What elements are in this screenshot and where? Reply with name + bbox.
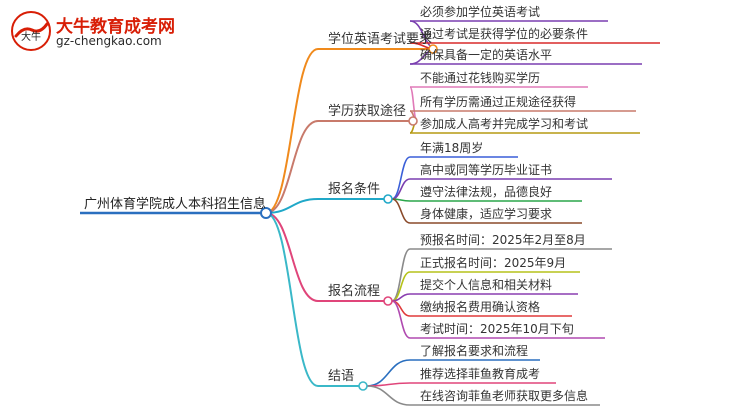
branch-label: 学位英语考试要求	[328, 31, 432, 47]
branch-label: 报名流程	[328, 283, 380, 299]
leaf-connector	[391, 198, 411, 224]
branch-node-dot	[383, 194, 393, 204]
site-logo[interactable]: 大牛 大牛教育成考网 gz-chengkao.com	[10, 10, 175, 52]
leaf-connector	[391, 248, 411, 302]
branch-label: 报名条件	[328, 181, 380, 197]
leaf-label: 高中或同等学历毕业证书	[420, 162, 552, 177]
leaf-label: 推荐选择菲鱼教育成考	[420, 366, 540, 381]
logo-mark-text: 大牛	[21, 30, 41, 43]
leaf-label: 正式报名时间：2025年9月	[420, 255, 566, 270]
leaf-connector	[366, 359, 411, 387]
leaf-label: 缴纳报名费用确认资格	[420, 299, 540, 314]
root-node-dot	[260, 207, 272, 219]
leaf-label: 提交个人信息和相关材料	[420, 277, 552, 292]
branch-connector	[265, 212, 319, 302]
leaf-label: 在线咨询菲鱼老师获取更多信息	[420, 388, 588, 403]
leaf-label: 遵守法律法规，品德良好	[420, 184, 552, 199]
leaf-label: 通过考试是获得学位的必要条件	[420, 26, 588, 41]
branch-node-dot	[428, 44, 438, 54]
branch-connector	[265, 120, 319, 214]
branch-label: 学历获取途径	[328, 103, 406, 119]
leaf-label: 不能通过花钱购买学历	[420, 70, 540, 85]
leaf-label: 确保具备一定的英语水平	[420, 47, 552, 62]
leaf-label: 年满18周岁	[420, 140, 483, 155]
leaf-connector	[391, 156, 411, 200]
leaf-connector	[391, 300, 411, 339]
leaf-label: 身体健康，适应学习要求	[420, 206, 552, 221]
leaf-label: 考试时间：2025年10月下旬	[420, 321, 574, 336]
branch-node-dot	[358, 381, 368, 391]
node-labels: 学位英语考试要求 必须参加学位英语考试通过考试是获得学位的必要条件确保具备一定的英…	[84, 4, 588, 403]
branch-node-dot	[408, 116, 418, 126]
leaf-connector	[391, 178, 411, 200]
connector-lines	[80, 20, 660, 406]
leaf-label: 必须参加学位英语考试	[420, 4, 540, 19]
leaf-label: 了解报名要求和流程	[420, 343, 528, 358]
branch-connector	[265, 198, 319, 214]
leaf-label: 预报名时间：2025年2月至8月	[420, 232, 586, 247]
logo-mark-icon: 大牛	[11, 11, 51, 51]
leaf-connector	[366, 385, 411, 406]
branch-connector	[265, 48, 319, 214]
branch-node-dot	[383, 296, 393, 306]
leaf-label: 所有学历需通过正规途径获得	[420, 94, 576, 109]
logo-url: gz-chengkao.com	[56, 34, 162, 48]
logo-title: 大牛教育成考网	[56, 17, 175, 37]
branch-connector	[265, 212, 319, 387]
leaf-label: 参加成人高考并完成学习和考试	[420, 116, 588, 131]
branch-label: 结语	[328, 369, 354, 384]
root-label: 广州体育学院成人本科招生信息	[84, 196, 266, 212]
